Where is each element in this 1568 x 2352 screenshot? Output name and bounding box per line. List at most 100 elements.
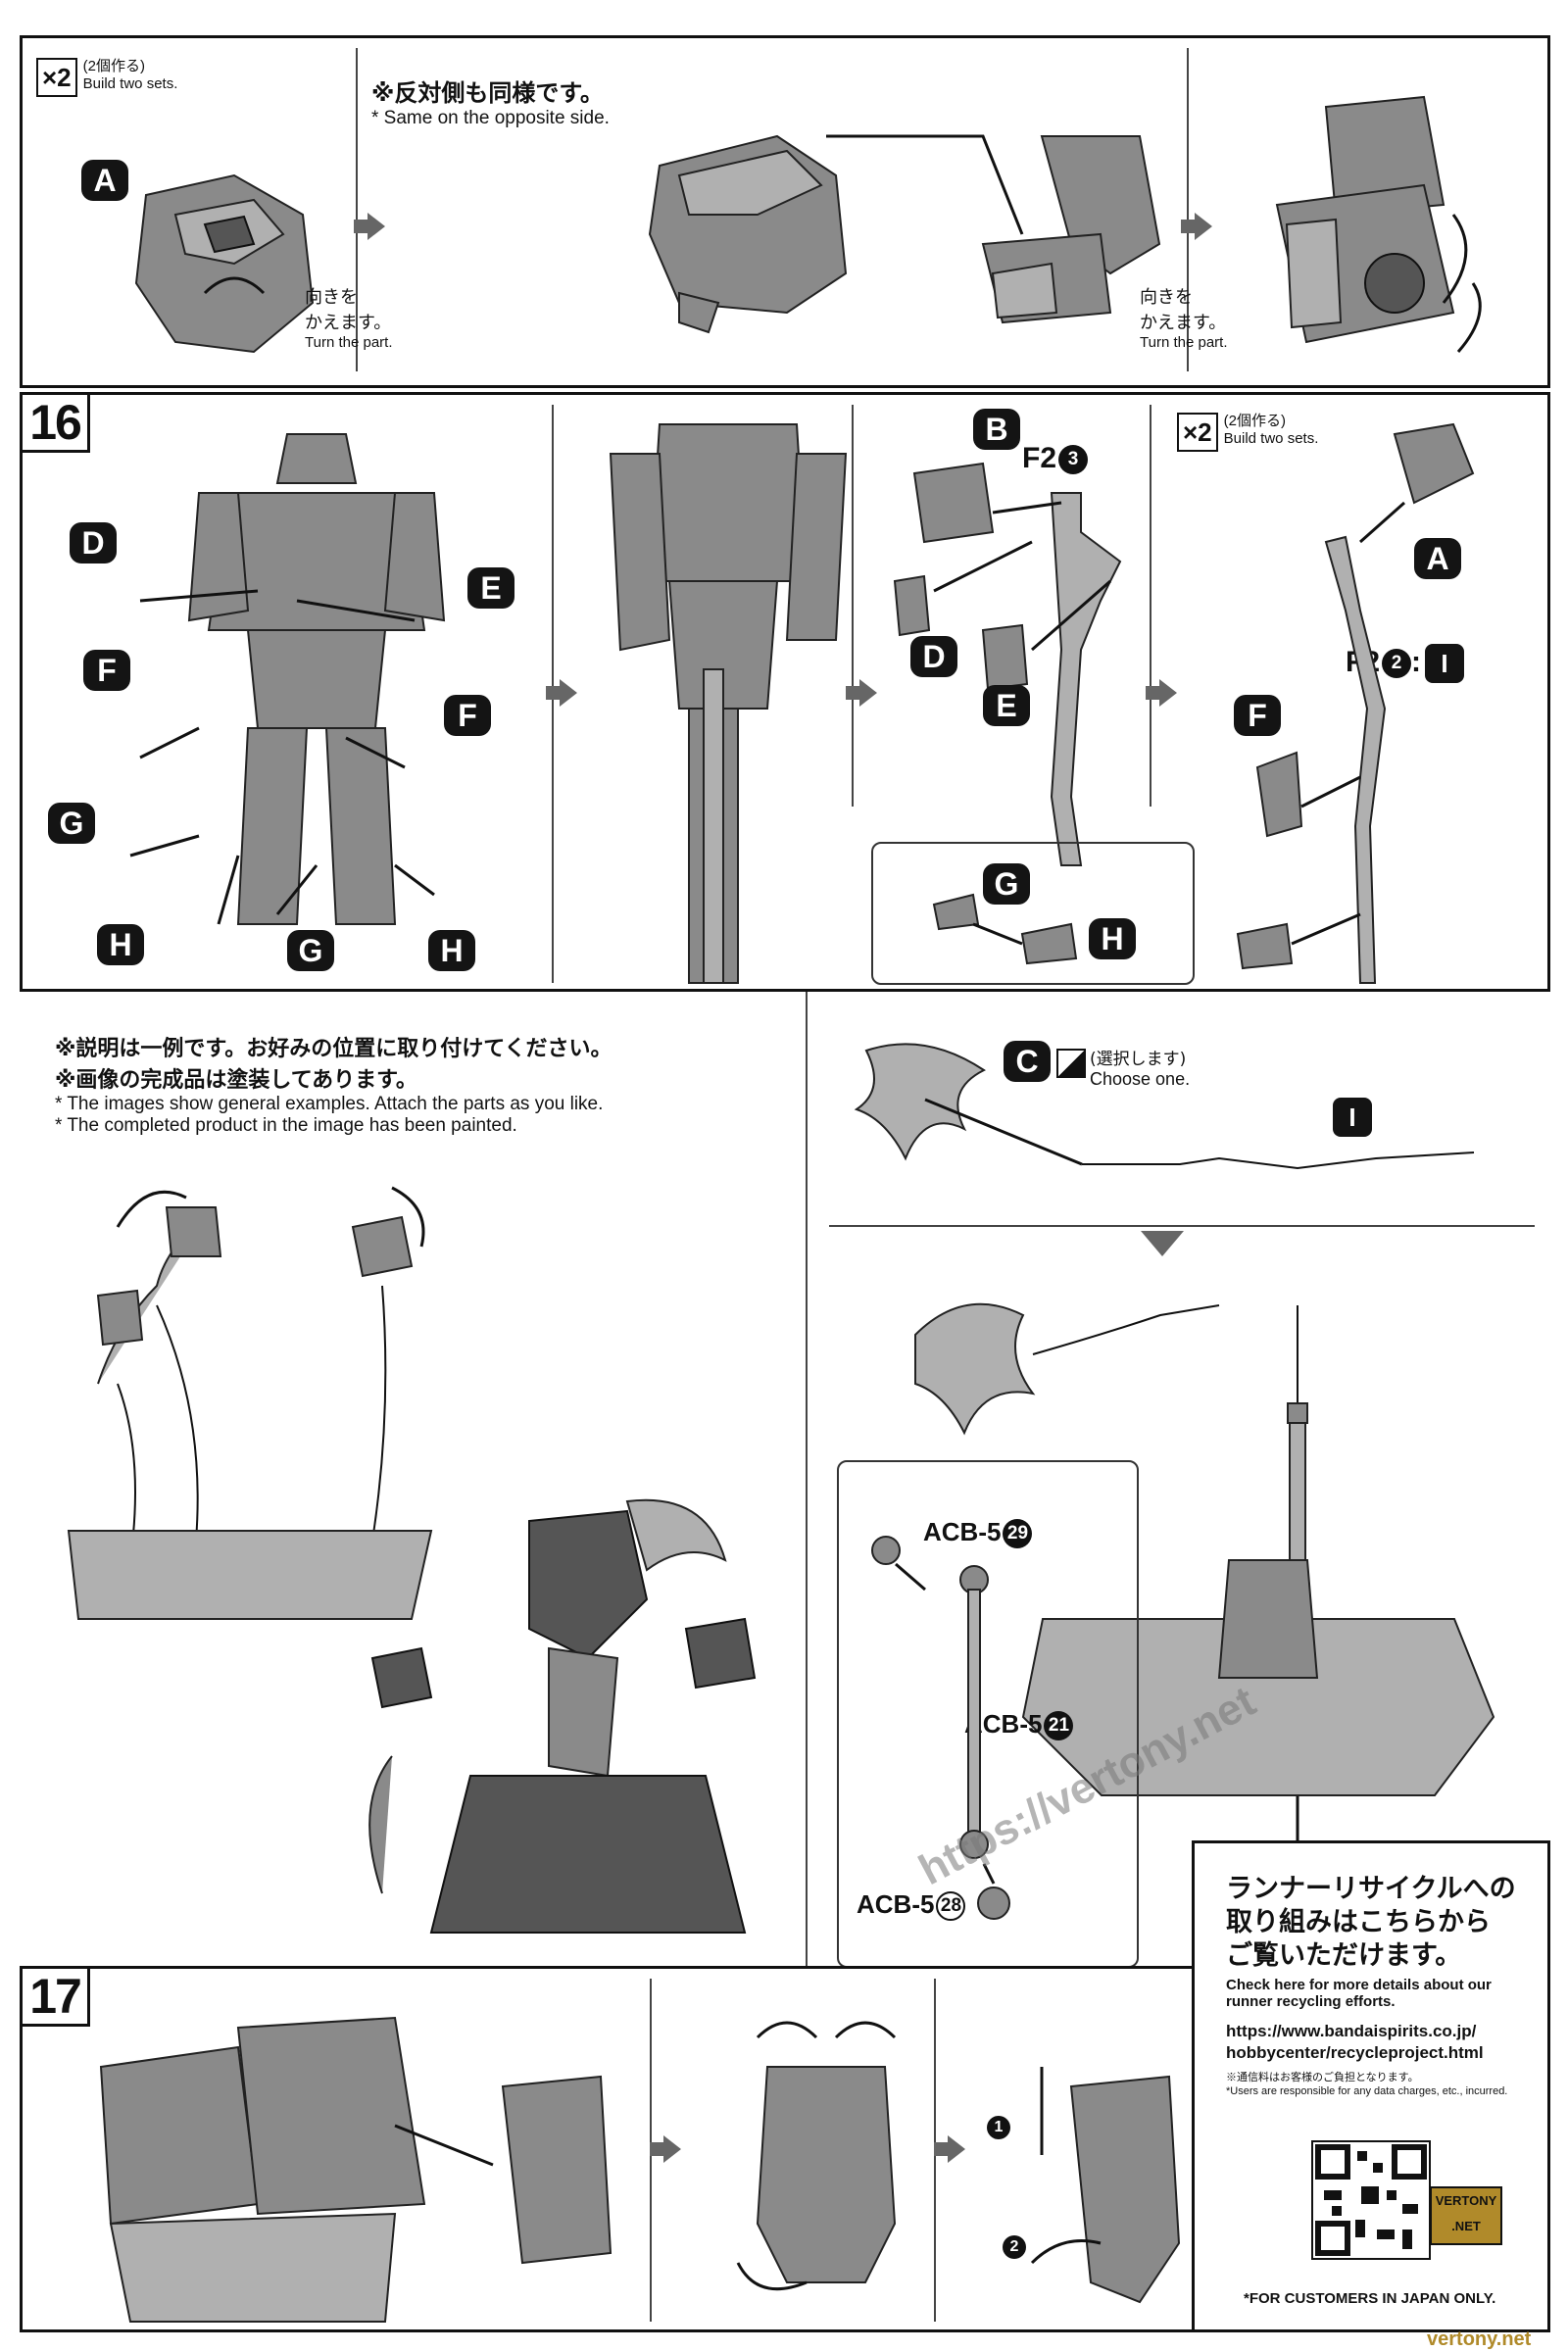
gundam-figure-disassembly [187,433,446,925]
part-label-c: C [1004,1041,1051,1082]
completed-product-photo [368,1498,757,1934]
part-label-f-sub: F [1234,695,1281,736]
part-label-h: H [97,924,144,965]
stand-display-example [67,1186,433,1620]
effect-rod-i [924,1098,1475,1170]
base-stand [1021,1559,1495,1796]
assembled-arm-illustration [1275,95,1482,353]
assembled-stand-arm [1236,422,1475,984]
part-label-e: E [467,567,514,609]
brand-line-1: VERTONY [1435,2193,1497,2208]
build-two-sets-note: ×2 (2個作る)Build two sets. [36,58,177,97]
build-two-jp: (2個作る) [1223,413,1286,429]
recycle-url-2[interactable]: hobbycenter/recycleproject.html [1226,2043,1484,2062]
note1-jp: ※説明は一例です。お好みの位置に取り付けてください。 [55,1037,612,1061]
backpack-removal-illustration [99,2016,612,2323]
divider [852,405,854,807]
same-opposite-en: * Same on the opposite side. [371,108,610,128]
part-label-f-right: F [444,695,491,736]
japan-only-note: *FOR CUSTOMERS IN JAPAN ONLY. [1244,2290,1496,2307]
same-opposite-note: ※反対側も同様です。 * Same on the opposite side. [371,74,610,129]
part-label-f: F [83,650,130,691]
qr-code[interactable] [1311,2140,1431,2260]
build-count: ×2 [36,58,77,97]
watermark-corner: vertony.net [1427,2328,1532,2350]
runner-name: F2 [1022,442,1057,474]
turn-en-2: Turn the part. [1140,334,1228,351]
note2-jp: ※画像の完成品は塗装してあります。 [55,1068,417,1093]
flow-arrow [1181,213,1212,240]
part-label-g-lower: G [287,930,334,971]
shoulder-armor-illustration [648,134,848,334]
step-1-marker: 1 [987,2116,1010,2139]
flow-arrow [354,213,385,240]
figure-with-stand-illustration [609,423,848,984]
turn-jp-2: 向きを かえます。 [1140,287,1227,333]
turn-en-1: Turn the part. [305,334,393,351]
brand-badge: VERTONY .NET [1430,2186,1502,2245]
backpack-open-illustration [736,2021,897,2291]
runner-name: ACB-5 [857,1889,935,1919]
build-two-en: Build two sets. [82,75,178,92]
inset-parts [932,893,1078,965]
example-notes: ※説明は一例です。お好みの位置に取り付けてください。 ※画像の完成品は塗装してあ… [55,1031,612,1137]
recycle-jp-2: 取り組みはこちらから [1226,1907,1491,1937]
stand-arm-parts [893,462,1122,866]
runner-number: 2 [1382,649,1412,678]
g-h-inset [871,842,1195,985]
step-17-panel: 17 1 2 [20,1966,1207,2332]
runner-name: ACB-5 [923,1517,1002,1546]
turn-jp-1: 向きを かえます。 [305,287,392,333]
divider [356,48,358,371]
divider [1150,405,1152,807]
build-two-sets-note-16: ×2 (2個作る)Build two sets. [1177,413,1318,452]
part-label-i-effect: I [1333,1098,1372,1137]
build-two-en: Build two sets. [1223,430,1319,447]
recycle-jp-3: ご覧いただけます。 [1226,1940,1462,1971]
part-label-d-sub: D [910,636,957,677]
inset-label-g: G [983,863,1030,905]
part-label-g: G [48,803,95,844]
part-label-a-sub: A [1414,538,1461,579]
build-count: ×2 [1177,413,1218,452]
runner-number: 3 [1058,445,1089,475]
note2-en: * The completed product in the image has… [55,1115,517,1136]
removal-arrows [129,589,435,925]
runner-number: 21 [1044,1711,1074,1741]
down-arrow [1141,1231,1184,1256]
recycle-en: Check here for more details about our ru… [1226,1977,1492,2010]
choose-icon [1056,1049,1086,1078]
same-opposite-jp: ※反対側も同様です。 [371,79,604,107]
part-label-d: D [70,522,117,564]
choose-jp: (選択します) [1090,1050,1187,1069]
recycle-url-1[interactable]: https://www.bandaispirits.co.jp/ [1226,2022,1477,2040]
acb-parts [871,1536,1010,1920]
choose-en: Choose one. [1090,1069,1191,1089]
flow-arrow [650,2135,681,2163]
recycle-jp-1: ランナーリサイクルへの [1226,1874,1516,1904]
turn-part-note-2: 向きを かえます。 Turn the part. [1140,283,1228,351]
part-label-h-right: H [428,930,475,971]
recycle-fine-print: ※通信料はお客様のご負担となります。 *Users are responsibl… [1226,2072,1508,2097]
runner-number: 29 [1003,1519,1033,1549]
arm-illustration [826,134,1161,324]
flow-arrow [1146,679,1177,707]
note1-en: * The images show general examples. Atta… [55,1094,604,1114]
flow-arrow [846,679,877,707]
part-label-e-sub: E [983,685,1030,726]
part-label-b: B [973,409,1020,450]
effect-assembled [914,1302,1220,1436]
part-label-i: I [1425,644,1465,683]
runner-recycle-box: ランナーリサイクルへの 取り組みはこちらから ご覧いただけます。 Check h… [1192,1840,1550,2332]
build-two-jp: (2個作る) [82,58,145,74]
section-divider [806,992,808,1966]
top-step-panel: ×2 (2個作る)Build two sets. ※反対側も同様です。 * Sa… [20,35,1550,388]
divider [1187,48,1189,371]
step-number: 17 [20,1966,90,2027]
step-number: 16 [20,392,90,453]
inset-label-h: H [1089,918,1136,959]
